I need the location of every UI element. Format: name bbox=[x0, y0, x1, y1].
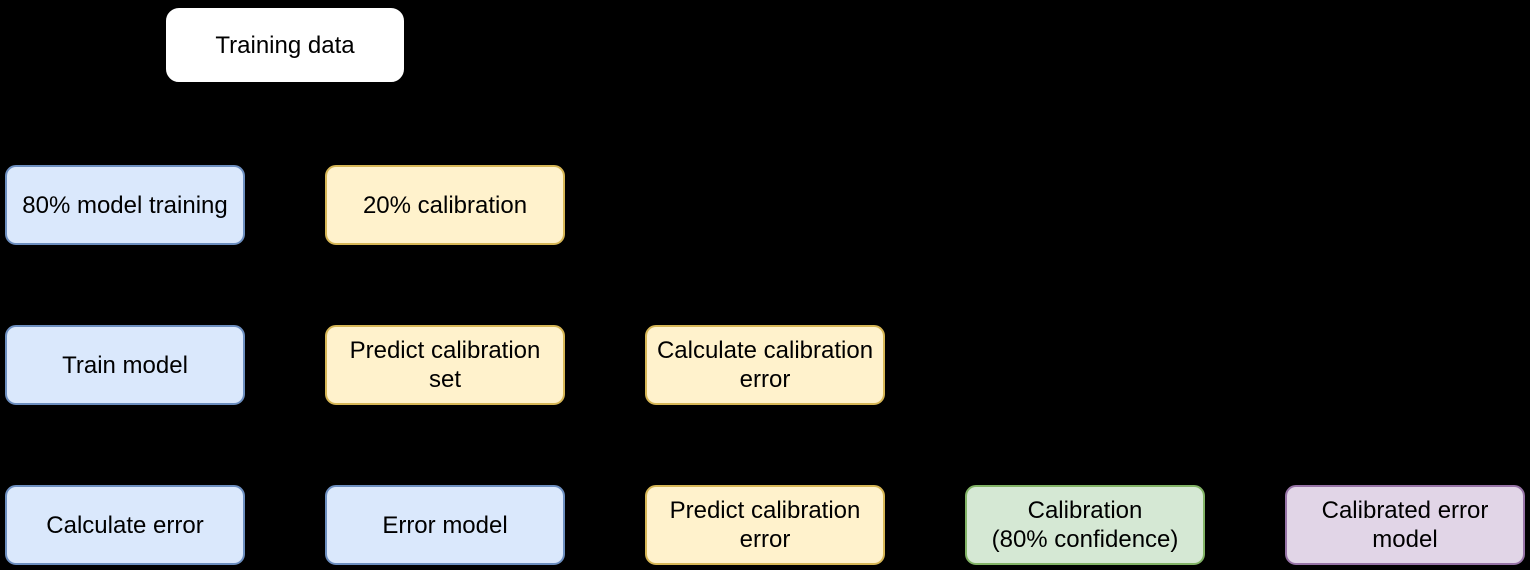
node-calculate-error-label: Calculate error bbox=[46, 511, 204, 539]
node-training-data-label: Training data bbox=[215, 31, 355, 59]
node-calibration-20-label: 20% calibration bbox=[362, 191, 528, 219]
node-error-model: Error model bbox=[325, 485, 565, 565]
node-calibration-80-confidence-label: Calibration (80% confidence) bbox=[991, 497, 1179, 553]
node-training-data: Training data bbox=[166, 8, 404, 82]
node-calculate-error: Calculate error bbox=[5, 485, 245, 565]
node-predict-calibration-error-label: Predict calibration error bbox=[669, 497, 861, 553]
node-predict-calibration-error: Predict calibration error bbox=[645, 485, 885, 565]
node-model-training-80-label: 80% model training bbox=[22, 191, 228, 219]
node-calibration-20: 20% calibration bbox=[325, 165, 565, 245]
node-calculate-calibration-error: Calculate calibration error bbox=[645, 325, 885, 405]
node-calibrated-error-model: Calibrated error model bbox=[1285, 485, 1525, 565]
node-calibration-80-confidence: Calibration (80% confidence) bbox=[965, 485, 1205, 565]
node-error-model-label: Error model bbox=[382, 511, 508, 539]
node-train-model-label: Train model bbox=[62, 351, 188, 379]
node-calibrated-error-model-label: Calibrated error model bbox=[1321, 497, 1489, 553]
node-calculate-calibration-error-label: Calculate calibration error bbox=[656, 337, 874, 393]
node-train-model: Train model bbox=[5, 325, 245, 405]
node-model-training-80: 80% model training bbox=[5, 165, 245, 245]
node-predict-calibration-set-label: Predict calibration set bbox=[349, 337, 541, 393]
node-predict-calibration-set: Predict calibration set bbox=[325, 325, 565, 405]
